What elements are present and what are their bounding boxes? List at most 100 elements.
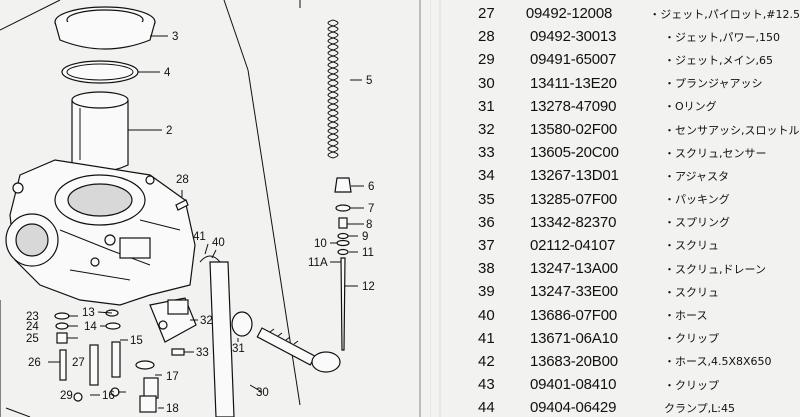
part-number: 13580-02F00 xyxy=(530,121,618,139)
part-name: ・Oリング xyxy=(664,100,717,114)
callout-24: 24 xyxy=(26,321,39,333)
callout-27: 27 xyxy=(72,357,85,369)
ref-number: 37 xyxy=(478,236,495,254)
part-name: ・スクリュ xyxy=(664,285,719,299)
callout-10: 10 xyxy=(314,238,327,250)
callout-31: 31 xyxy=(232,343,245,355)
top-cap-part xyxy=(54,6,156,50)
part-name: ・ジェット,メイン,65 xyxy=(664,53,773,67)
part-number: 13247-13A00 xyxy=(530,260,618,278)
table-row: 41 13671-06A10 ・クリップ xyxy=(470,327,800,350)
callout-11a: 11A xyxy=(308,257,328,269)
part-number: 09404-06429 xyxy=(530,399,617,417)
callout-26: 26 xyxy=(28,357,41,369)
callout-3: 3 xyxy=(172,31,178,43)
ref-number: 43 xyxy=(478,376,495,394)
part-number: 13278-47090 xyxy=(530,97,617,115)
ref-number: 35 xyxy=(478,190,495,208)
callout-41: 41 xyxy=(193,231,206,243)
part-number: 13285-07F00 xyxy=(530,190,618,208)
part-name: ・スプリング xyxy=(664,216,730,230)
part-number: 02112-04107 xyxy=(530,236,616,254)
callout-8: 8 xyxy=(366,219,372,231)
ref-number: 27 xyxy=(478,5,495,23)
part-number: 09401-08410 xyxy=(530,376,617,394)
callout-4: 4 xyxy=(164,67,171,79)
hose-clip-part xyxy=(199,255,221,263)
callout-7: 7 xyxy=(368,203,374,215)
table-row: 42 13683-20B00 ・ホース,4.5X8X650 xyxy=(470,350,800,373)
table-row: 34 13267-13D01 ・アジャスタ xyxy=(470,164,800,187)
callout-32: 32 xyxy=(200,315,213,327)
callout-14: 14 xyxy=(84,321,97,333)
callout-12: 12 xyxy=(362,281,375,293)
part-name: ・センサアッシ,スロットル xyxy=(664,123,800,137)
part-name: ・プランジャアッシ xyxy=(664,77,763,91)
ref-number: 33 xyxy=(478,144,495,162)
callout-11: 11 xyxy=(362,247,374,259)
callout-17: 17 xyxy=(166,371,179,383)
plunger-assembly-part xyxy=(256,327,341,373)
spring-part xyxy=(327,19,339,159)
frame-line xyxy=(0,0,61,31)
part-number: 13683-20B00 xyxy=(530,352,618,370)
part-name: ・クリップ xyxy=(664,332,719,346)
callout-33: 33 xyxy=(196,347,209,359)
o-ring-inner xyxy=(66,63,134,81)
part-name: ・ジェット,パワー,150 xyxy=(664,30,780,44)
small-parts-group xyxy=(54,309,159,413)
ref-number: 42 xyxy=(478,352,495,370)
frame-line xyxy=(5,407,31,417)
callout-9: 9 xyxy=(362,231,368,243)
ref-number: 34 xyxy=(478,167,495,185)
part-name: ・アジャスタ xyxy=(664,169,730,183)
ref-number: 28 xyxy=(478,28,495,46)
table-row: 44 09404-06429 クランプ,L:45 xyxy=(470,396,800,417)
part-number: 13605-20C00 xyxy=(530,144,619,162)
hose-part xyxy=(209,261,235,417)
part-number: 13267-13D01 xyxy=(530,167,619,185)
table-row: 30 13411-13E20 ・プランジャアッシ xyxy=(470,72,800,95)
part-name: ・クリップ xyxy=(664,378,719,392)
jet-needle-assembly xyxy=(334,177,352,351)
ref-number: 36 xyxy=(478,213,495,231)
frame-line xyxy=(223,0,249,71)
callout-5: 5 xyxy=(366,75,372,87)
sensor-screw-part xyxy=(171,348,185,356)
page-show-through xyxy=(430,0,441,417)
callout-15: 15 xyxy=(130,335,143,347)
callout-40: 40 xyxy=(212,237,225,249)
pilot-screw-part xyxy=(175,199,189,211)
part-name: ・ホース,4.5X8X650 xyxy=(664,355,772,369)
part-name: ・スクリュ,ドレーン xyxy=(664,262,766,276)
ref-number: 44 xyxy=(478,399,495,417)
part-number: 13671-06A10 xyxy=(530,329,618,347)
o-ring-31-part xyxy=(231,311,253,337)
part-number: 13411-13E20 xyxy=(530,74,617,92)
callout-23: 23 xyxy=(26,311,39,323)
callout-2: 2 xyxy=(166,125,172,137)
carburetor-exploded-diagram: 3 4 2 5 6 7 8 9 10 11 11A 12 28 41 40 32… xyxy=(0,0,421,417)
part-number: 09492-30013 xyxy=(530,28,617,46)
callout-30: 30 xyxy=(256,387,269,399)
callout-29: 29 xyxy=(60,390,73,402)
part-number: 13686-07F00 xyxy=(530,306,618,324)
callout-28: 28 xyxy=(176,174,189,186)
ref-number: 38 xyxy=(478,260,495,278)
table-row: 28 09492-30013 ・ジェット,パワー,150 xyxy=(470,25,800,48)
callout-16: 16 xyxy=(102,390,115,402)
part-name: クランプ,L:45 xyxy=(664,401,735,415)
ref-number: 41 xyxy=(478,329,495,347)
piston-valve-part xyxy=(71,91,129,173)
ref-number: 30 xyxy=(478,74,495,92)
part-number: 13342-82370 xyxy=(530,213,617,231)
table-row: 36 13342-82370 ・スプリング xyxy=(470,211,800,234)
